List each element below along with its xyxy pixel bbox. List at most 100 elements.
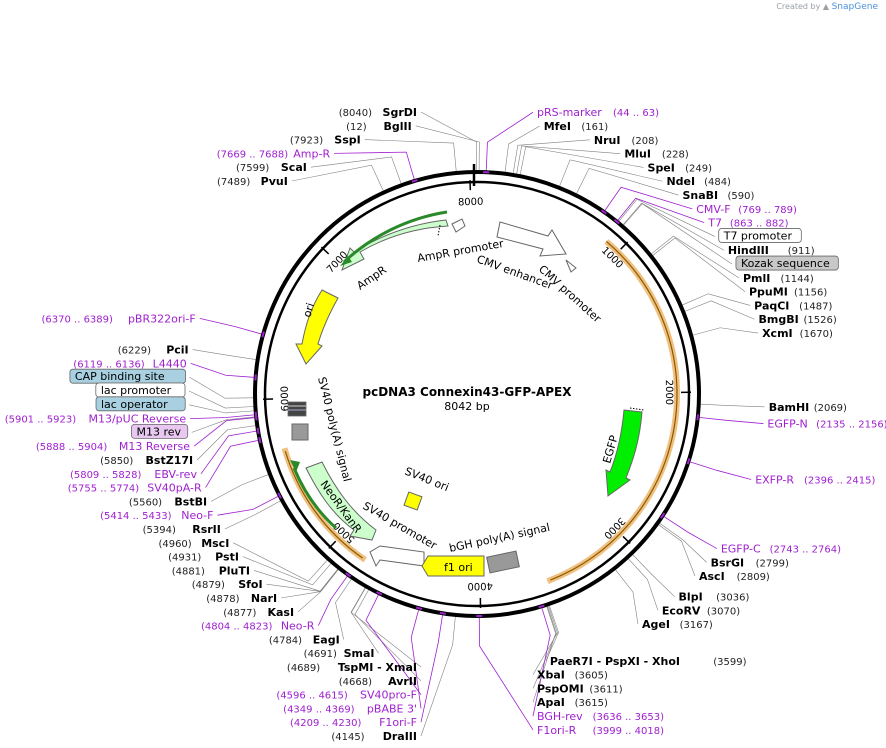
primer-label[interactable]: SV40pA-R(5755 .. 5774) (68, 482, 202, 495)
primer-label[interactable]: BGH-rev(3636 .. 3653) (537, 710, 664, 723)
sv40-polya-block[interactable] (287, 401, 307, 417)
enzyme-label[interactable]: HindIII(911) (728, 244, 815, 257)
site-position: (5414 .. 5433) (100, 511, 172, 522)
enzyme-label[interactable]: PluTI(4881) (172, 564, 250, 577)
enzyme-label[interactable]: PpuMI(1156) (749, 286, 827, 299)
enzyme-label[interactable]: BstBI(5560) (129, 495, 207, 508)
credit-prefix: Created by (776, 2, 821, 11)
leader-line (532, 606, 557, 689)
enzyme-label[interactable]: EagI(4784) (269, 633, 340, 646)
enzyme-label[interactable]: SfoI(4879) (192, 578, 263, 591)
site-name: PaqCI (754, 299, 789, 312)
enzyme-label[interactable]: PstI(4931) (168, 551, 239, 564)
enzyme-label[interactable]: PvuI(7489) (217, 175, 288, 188)
enzyme-label[interactable]: PaeR7I - PspXI - XhoI(3599) (550, 655, 747, 668)
enzyme-label[interactable]: ScaI(7599) (236, 161, 307, 174)
enzyme-label[interactable]: BstZ17I(5850) (100, 454, 193, 467)
sv40-polya-grey-box[interactable] (291, 423, 309, 441)
primer-label[interactable]: EBV-rev(5809 .. 5828) (70, 468, 197, 481)
enzyme-label[interactable]: RsrII(5394) (143, 523, 221, 536)
enzyme-label[interactable]: SnaBI(590) (682, 189, 754, 202)
primer-label[interactable]: L4440(6119 .. 6136) (73, 357, 186, 370)
enzyme-label[interactable]: SmaI(4691) (304, 647, 375, 660)
primer-label[interactable]: M13/pUC Reverse(5901 .. 5923) (5, 413, 187, 426)
enzyme-label[interactable]: ApaI(3615) (537, 696, 608, 709)
enzyme-label[interactable]: BmgBI(1526) (759, 313, 837, 326)
enzyme-label[interactable]: SpeI(249) (648, 161, 713, 174)
bgh-polya-box[interactable] (486, 550, 520, 574)
site-position: (7923) (290, 136, 323, 147)
cmv-promoter-arrow[interactable] (565, 259, 577, 273)
ampr-promoter-arrow[interactable] (451, 218, 466, 233)
enzyme-label[interactable]: BglII(12) (346, 120, 412, 133)
enzyme-label[interactable]: SspI(7923) (290, 134, 361, 147)
enzyme-label[interactable]: MluI(228) (624, 148, 689, 161)
site-name: MluI (624, 148, 651, 161)
primer-label[interactable]: Neo-R(4804 .. 4823) (201, 620, 315, 633)
bp-tick-label: 2000 (663, 380, 674, 406)
primer-label[interactable]: Amp-R(7669 .. 7688) (217, 147, 331, 160)
primer-label[interactable]: SV40pro-F(4596 .. 4615) (276, 689, 417, 702)
primer-label[interactable]: pRS-marker(44 .. 63) (537, 106, 659, 119)
leader-line (318, 576, 348, 626)
primer-label[interactable]: F1ori-F(4209 .. 4230) (290, 716, 417, 729)
f1-ori-arrow[interactable] (421, 555, 485, 577)
enzyme-label[interactable]: PmlI(1144) (743, 272, 814, 285)
primer-label[interactable]: EGFP-C(2743 .. 2764) (721, 543, 841, 556)
feature-box-label[interactable]: CAP binding site (69, 368, 186, 384)
site-name: SpeI (648, 161, 675, 174)
primer-label[interactable]: F1ori-R(3999 .. 4018) (537, 724, 664, 737)
primer-label[interactable]: pBR322ori-F(6370 .. 6389) (42, 312, 196, 325)
enzyme-label[interactable]: PciI(6229) (118, 344, 189, 357)
feature-box-label[interactable]: M13 rev (131, 423, 189, 439)
enzyme-label[interactable]: BlpI(3036) (679, 591, 750, 604)
feature-box-label[interactable]: Kozak sequence (735, 255, 839, 271)
enzyme-label[interactable]: DraIII(4145) (331, 730, 417, 743)
enzyme-label[interactable]: EcoRV(3070) (662, 604, 740, 617)
neor-arrow[interactable] (305, 461, 377, 541)
snapgene-credit: Created by ▲ SnapGene (776, 2, 878, 12)
enzyme-label[interactable]: XbaI(3605) (537, 669, 608, 682)
enzyme-label[interactable]: TspMI - XmaI(4689) (287, 661, 417, 674)
enzyme-label[interactable]: NdeI(484) (666, 175, 731, 188)
enzyme-label[interactable]: XcmI(1670) (762, 327, 833, 340)
primer-label[interactable]: Neo-F(5414 .. 5433) (100, 509, 213, 522)
primer-label[interactable]: pBABE 3'(4349 .. 4369) (283, 702, 417, 715)
enzyme-label[interactable]: SgrDI(8040) (339, 106, 417, 119)
feature-box-label[interactable]: lac promoter (95, 382, 186, 398)
leader-line (690, 461, 752, 480)
enzyme-label[interactable]: KasI(4877) (223, 606, 294, 619)
primer-label[interactable]: EGFP-N(2135 .. 2156) (767, 418, 886, 431)
enzyme-label[interactable]: AgeI(3167) (642, 618, 713, 631)
site-name: TspMI - XmaI (338, 661, 417, 674)
primer-label[interactable]: T7(863 .. 882) (707, 217, 788, 230)
enzyme-label[interactable]: NarI(4878) (206, 592, 277, 605)
enzyme-label[interactable]: AscI(2809) (699, 570, 770, 583)
site-name: BsrGI (711, 556, 744, 569)
primer-label[interactable]: M13 Reverse(5888 .. 5904) (36, 440, 190, 453)
site-name: PvuI (261, 175, 288, 188)
sv40-ori-box[interactable] (403, 491, 423, 511)
site-position: (769 .. 789) (738, 205, 797, 216)
cmv-enhancer-arrow[interactable] (496, 221, 567, 257)
enzyme-label[interactable]: MfeI(161) (544, 120, 609, 133)
enzyme-label[interactable]: MscI(4960) (158, 537, 229, 550)
enzyme-label[interactable]: NruI(208) (594, 134, 659, 147)
enzyme-label[interactable]: BamHI(2069) (769, 401, 847, 414)
site-position: (4784) (269, 635, 302, 646)
enzyme-label[interactable]: PaqCI(1487) (754, 299, 832, 312)
leader-line (297, 569, 339, 613)
enzyme-label[interactable]: PspOMI(3611) (537, 682, 623, 695)
primer-label[interactable]: CMV-F(769 .. 789) (696, 203, 797, 216)
enzyme-label[interactable]: AvrII(4668) (339, 675, 417, 688)
site-position: (6370 .. 6389) (42, 314, 114, 325)
feature-box-label[interactable]: lac operator (95, 396, 186, 412)
primer-site-mark (600, 209, 607, 215)
sv40-promoter-arrow[interactable] (369, 545, 425, 568)
primer-label[interactable]: EXFP-R(2396 .. 2415) (755, 474, 875, 487)
ori-arrow[interactable] (295, 289, 339, 365)
enzyme-label[interactable]: BsrGI(2799) (711, 556, 789, 569)
orf-highlights (281, 239, 680, 584)
feature-box-label[interactable]: T7 promoter (718, 228, 802, 243)
egfp-arrow[interactable] (605, 409, 643, 497)
